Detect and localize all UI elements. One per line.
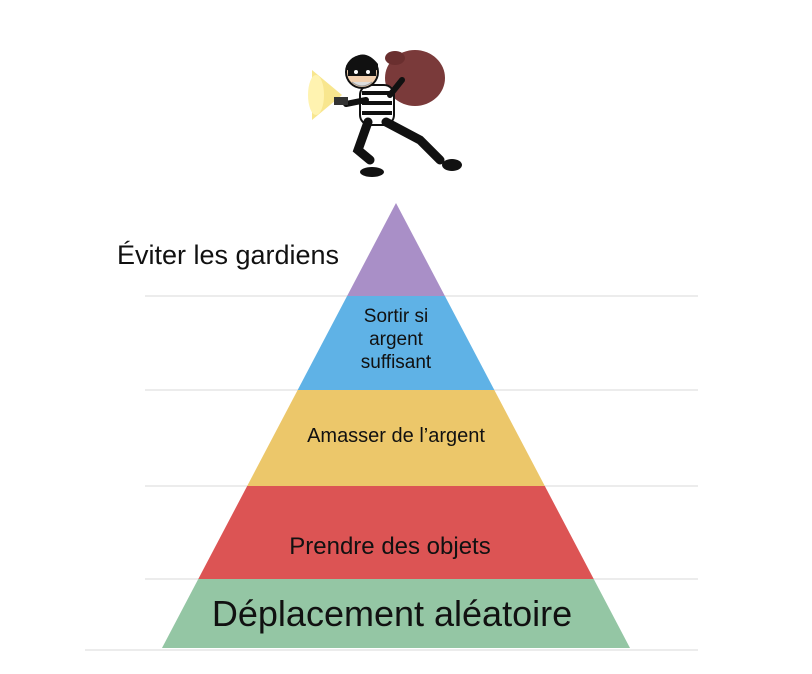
burglar-mask xyxy=(348,68,376,76)
burglar-cap xyxy=(346,54,378,70)
pyramid-label-level-5: Éviter les gardiens xyxy=(117,240,339,270)
pyramid-label-line: Déplacement aléatoire xyxy=(212,593,572,634)
pyramid-band-level-1 xyxy=(162,579,630,648)
pyramid-label-line: Prendre des objets xyxy=(289,533,490,560)
pyramid-label-line: Amasser de l’argent xyxy=(307,425,485,447)
pyramid-label-line: argent xyxy=(369,329,424,350)
burglar-with-flashlight-and-loot-bag-icon xyxy=(308,50,462,177)
pyramid-band-level-4 xyxy=(297,296,495,390)
flashlight xyxy=(334,97,348,105)
pyramid-label-line: suffisant xyxy=(361,352,432,373)
shoe-left xyxy=(360,167,384,177)
pyramid-label-line: Éviter les gardiens xyxy=(117,240,339,270)
flashlight-glow xyxy=(308,75,324,115)
pyramid-levels xyxy=(162,203,630,648)
pyramid-band-level-5 xyxy=(347,203,445,296)
shoe-right xyxy=(442,159,462,171)
pyramid-label-level-2: Prendre des objets xyxy=(289,533,490,560)
pyramid-label-level-1: Déplacement aléatoire xyxy=(212,593,572,634)
pyramid-label-line: Sortir si xyxy=(364,306,428,327)
pyramid-label-level-3: Amasser de l’argent xyxy=(307,425,485,447)
pyramid-band-level-3 xyxy=(247,390,545,486)
pyramid-band-level-2 xyxy=(198,486,594,579)
